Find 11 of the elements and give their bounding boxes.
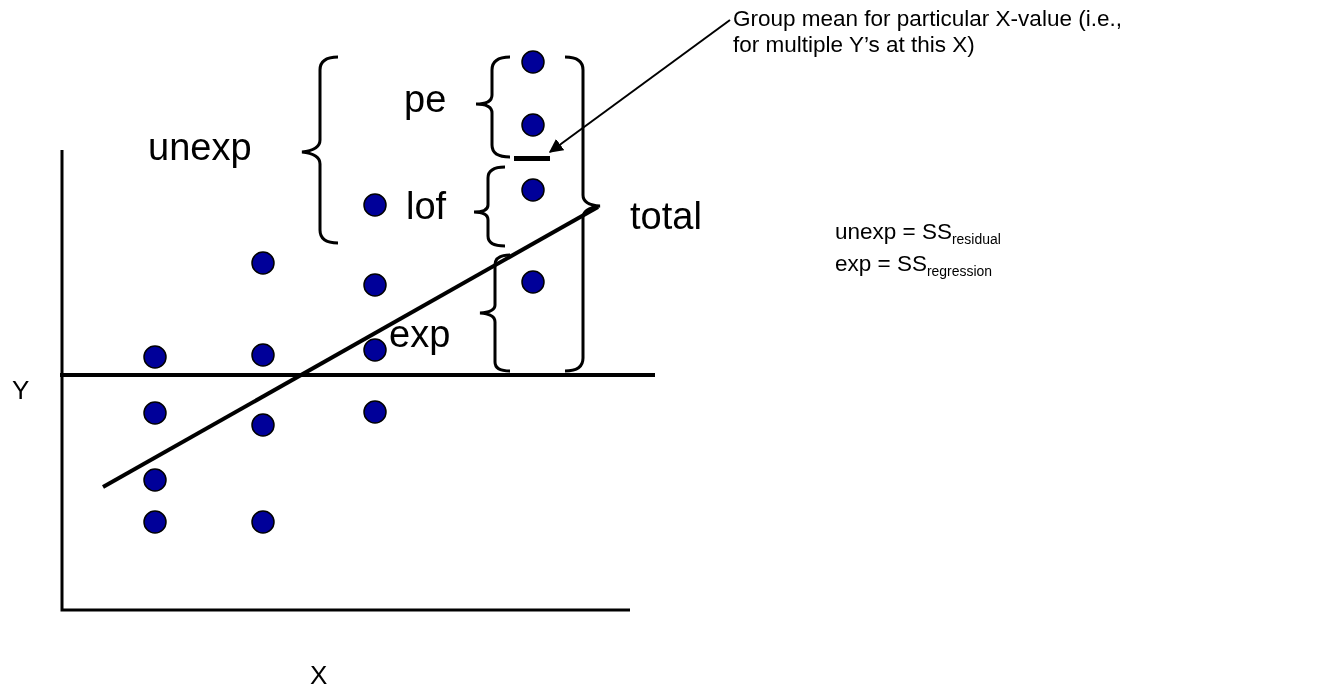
brace-label: exp bbox=[389, 315, 451, 353]
brace-label: lof bbox=[406, 187, 447, 225]
axis-label: X bbox=[310, 662, 328, 688]
axis-label: Y bbox=[12, 377, 30, 403]
brace-label: unexp bbox=[148, 128, 252, 166]
brace-label: pe bbox=[404, 80, 447, 118]
leader-arrow bbox=[548, 19, 731, 153]
group-mean-bar bbox=[514, 156, 550, 161]
annotation-text: Group mean for particular X-value (i.e., for multiple Y’s at this X) bbox=[733, 6, 1133, 58]
formula-text: unexp = SS$_{residual}$ bbox=[835, 221, 1001, 244]
brace-label: total bbox=[630, 197, 702, 235]
